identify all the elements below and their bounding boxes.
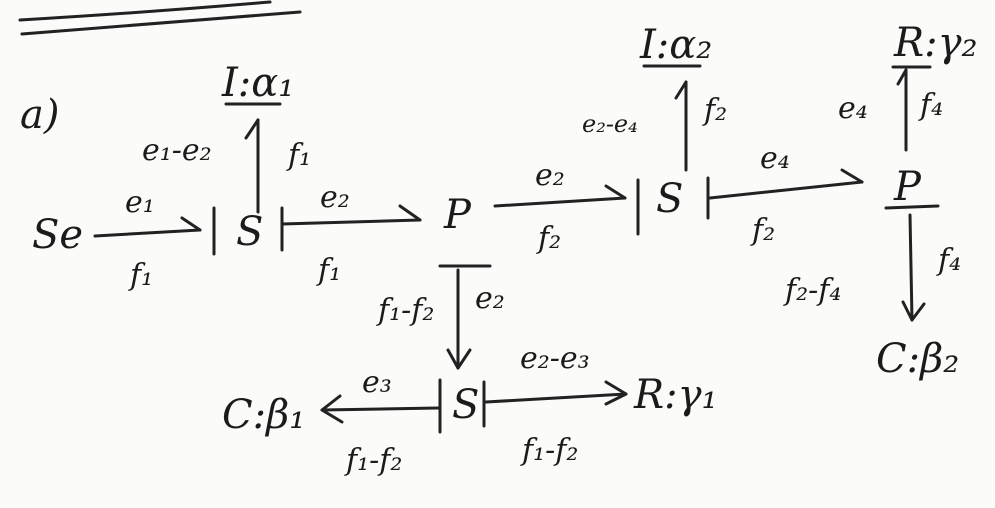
bond-p1-s3-flow: e₂ bbox=[475, 281, 505, 316]
node-s3: S bbox=[452, 382, 479, 428]
bond-s2-i2 bbox=[642, 64, 702, 172]
bond-s2-i2-effort: e₂-e₄ bbox=[582, 110, 638, 138]
bond-p1-s2 bbox=[493, 178, 640, 236]
bond-se-s1 bbox=[93, 206, 216, 256]
bond-s3-r1-flow: f₁-f₂ bbox=[520, 433, 578, 468]
node-p2: P bbox=[893, 164, 922, 210]
bond-p2-c2 bbox=[901, 213, 926, 322]
bond-s1-i1 bbox=[224, 102, 282, 214]
bond-s3-c1 bbox=[320, 394, 440, 424]
bond-s2-p2 bbox=[706, 168, 864, 220]
bond-p2-c2-effort: f₂-f₄ bbox=[783, 273, 841, 308]
top-border-line bbox=[18, 0, 272, 22]
bond-s2-p2-flow: f₂ bbox=[750, 213, 775, 248]
node-s1: S bbox=[236, 209, 263, 255]
node-c1: C:β₁ bbox=[222, 392, 305, 438]
p2-stroke bbox=[884, 204, 940, 210]
node-p1: P bbox=[443, 192, 472, 238]
bond-p2-r2 bbox=[891, 65, 932, 152]
bond-s2-p2-effort: e₄ bbox=[760, 141, 790, 176]
node-c2: C:β₂ bbox=[876, 336, 959, 382]
bond-se-s1-flow: f₁ bbox=[128, 258, 153, 293]
bond-s1-i1-effort: e₁-e₂ bbox=[142, 133, 212, 168]
bond-s1-p1-flow: f₁ bbox=[316, 253, 341, 288]
bond-s3-r1 bbox=[484, 380, 628, 406]
bond-p1-s2-effort: e₂ bbox=[535, 158, 565, 193]
part-label: a) bbox=[20, 92, 59, 138]
bond-s2-i2-flow: f₂ bbox=[702, 93, 727, 128]
bond-p1-s3 bbox=[446, 268, 472, 370]
top-border-line-2 bbox=[20, 10, 302, 36]
node-i2: I:α₂ bbox=[639, 22, 712, 68]
node-i1: I:α₁ bbox=[221, 60, 294, 106]
node-s2: S bbox=[656, 176, 683, 222]
node-r2: R:γ₂ bbox=[893, 20, 978, 66]
bond-p2-r2-effort: e₄ bbox=[838, 91, 868, 126]
bond-p2-c2-flow: f₄ bbox=[936, 243, 961, 278]
bond-p1-s3-effort: f₁-f₂ bbox=[376, 293, 434, 328]
bond-p1-s2-flow: f₂ bbox=[536, 221, 561, 256]
bond-s1-p1-effort: e₂ bbox=[320, 180, 350, 215]
bond-se-s1-effort: e₁ bbox=[125, 185, 155, 220]
node-se: Se bbox=[32, 212, 83, 258]
bond-p2-r2-flow: f₄ bbox=[918, 88, 943, 123]
bond-s1-i1-flow: f₁ bbox=[286, 138, 311, 173]
bond-s3-r1-effort: e₂-e₃ bbox=[520, 341, 590, 376]
bond-s1-p1 bbox=[280, 204, 422, 252]
bond-s3-c1-effort: e₃ bbox=[362, 365, 392, 400]
bond-s3-c1-flow: f₁-f₂ bbox=[344, 443, 402, 478]
node-r1: R:γ₁ bbox=[633, 372, 718, 418]
